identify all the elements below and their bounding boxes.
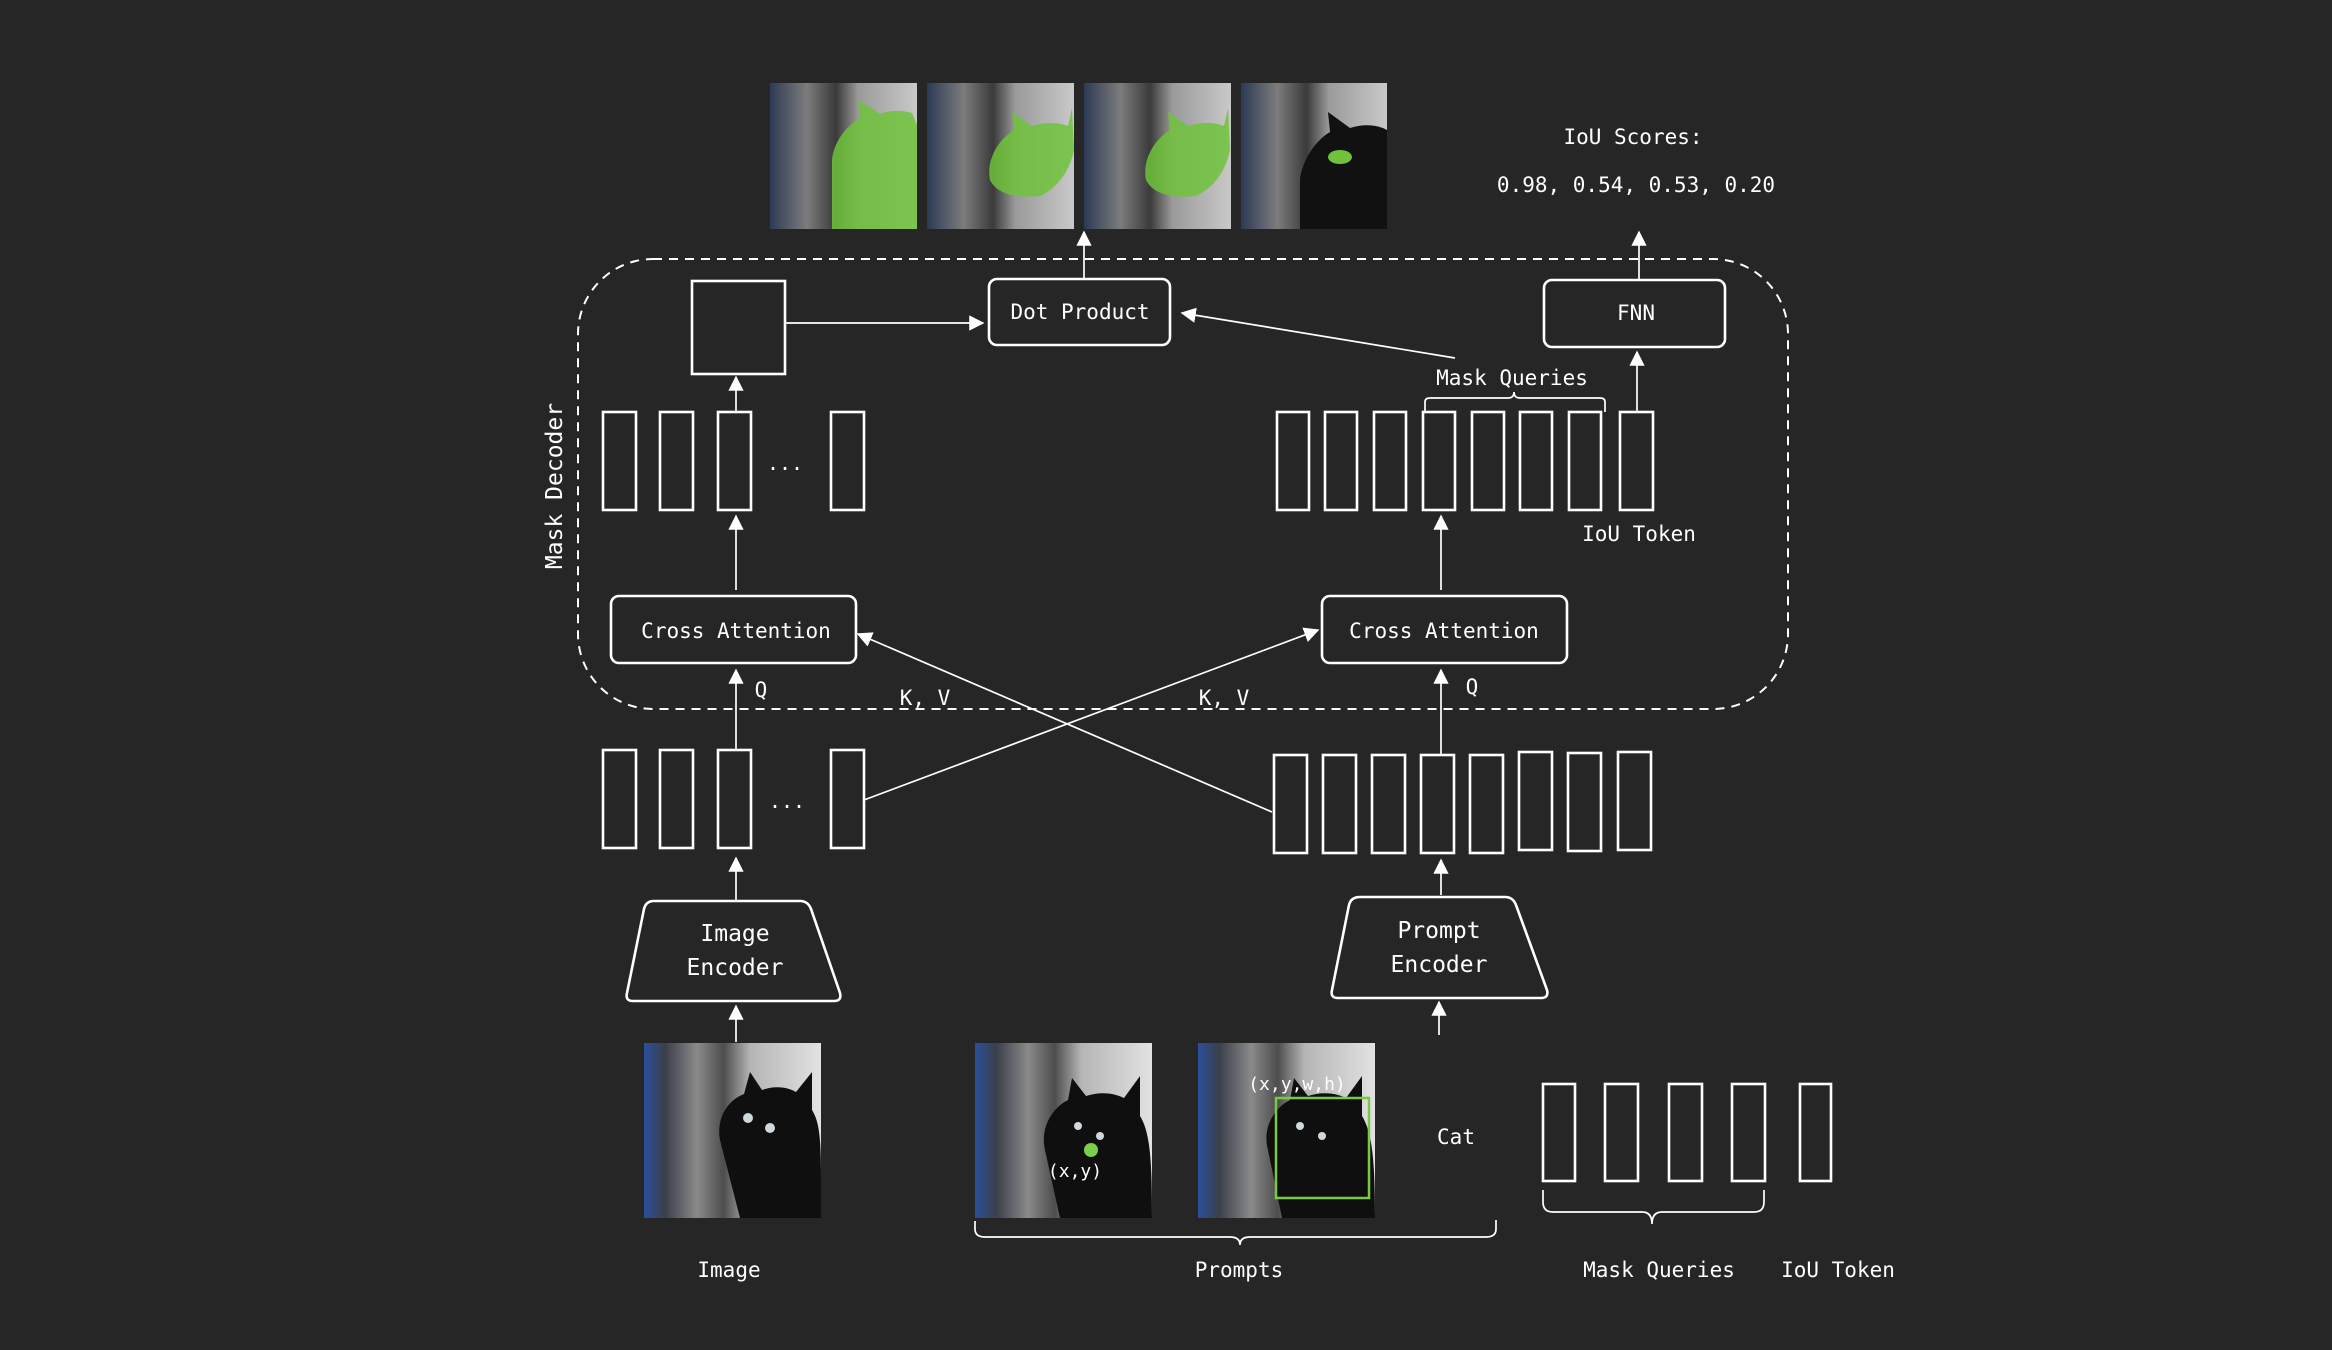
iou-token-bottom <box>1798 1082 1833 1183</box>
prompt-encoder-shape <box>1330 895 1549 1000</box>
point-label: (x,y) <box>1048 1161 1102 1182</box>
mask-queries-top-label: Mask Queries <box>1436 366 1588 390</box>
image-tokens-lower: ... <box>601 748 866 850</box>
image-encoder-line1: Image <box>700 921 769 947</box>
svg-text:...: ... <box>769 789 805 813</box>
mask-queries-top-bracket <box>1424 391 1606 412</box>
svg-text:...: ... <box>767 451 803 475</box>
fnn-label: FNN <box>1617 301 1655 325</box>
mask-decoder-label: Mask Decoder <box>542 403 568 569</box>
mask-decoder-region <box>577 258 1789 710</box>
output-mask-2 <box>927 83 1074 229</box>
image-encoder-shape <box>625 899 842 1003</box>
q-right-label: Q <box>1466 675 1479 699</box>
prompt-tokens-upper <box>1275 410 1655 512</box>
output-mask-3 <box>1084 83 1231 229</box>
cross-attention-left-label: Cross Attention <box>641 619 831 643</box>
output-masks <box>770 83 1387 229</box>
prompt-encoder-line1: Prompt <box>1397 918 1480 944</box>
prompt-point-marker <box>1084 1143 1098 1157</box>
bottom-image-label: Image <box>697 1258 760 1282</box>
output-mask-1 <box>770 83 917 229</box>
iou-token-top-label: IoU Token <box>1582 522 1696 546</box>
image-embedding-box <box>690 279 787 376</box>
prompt-point-image: (x,y) <box>975 1043 1152 1218</box>
input-image <box>644 1043 822 1218</box>
mask-query-tokens <box>1541 1082 1767 1183</box>
dot-product-label: Dot Product <box>1010 300 1149 324</box>
image-tokens-upper: ... <box>601 410 866 512</box>
bottom-prompts-label: Prompts <box>1195 1258 1284 1282</box>
image-encoder-line2: Encoder <box>687 955 784 981</box>
prompt-tokens-lower <box>1272 750 1653 855</box>
kv-prompt-to-left-arrow <box>856 632 1273 813</box>
kv-left-label: K, V <box>900 686 951 710</box>
mask-queries-bracket <box>1542 1190 1765 1225</box>
cross-attention-right-label: Cross Attention <box>1349 619 1539 643</box>
kv-right-label: K, V <box>1199 686 1250 710</box>
prompt-box-image: (x,y,w,h) <box>1198 1043 1375 1218</box>
fnn-box <box>1542 278 1727 349</box>
output-mask-4 <box>1241 83 1387 229</box>
prompt-encoder-line2: Encoder <box>1391 952 1488 978</box>
bottom-mask-queries-label: Mask Queries <box>1583 1258 1735 1282</box>
queries-to-dot-arrow <box>1180 307 1456 359</box>
iou-scores-values: 0.98, 0.54, 0.53, 0.20 <box>1497 173 1775 197</box>
cat-text-prompt: Cat <box>1437 1125 1475 1149</box>
prompt-bbox <box>1274 1096 1371 1200</box>
kv-image-to-right-arrow <box>863 627 1320 801</box>
iou-scores-title: IoU Scores: <box>1563 125 1702 149</box>
q-left-label: Q <box>755 678 768 702</box>
box-label: (x,y,w,h) <box>1248 1074 1346 1095</box>
cross-attention-right-box <box>1320 594 1569 665</box>
cross-attention-left-box <box>609 594 858 665</box>
dot-product-box <box>987 277 1172 347</box>
bottom-iou-token-label: IoU Token <box>1781 1258 1895 1282</box>
prompts-bracket <box>974 1220 1497 1246</box>
